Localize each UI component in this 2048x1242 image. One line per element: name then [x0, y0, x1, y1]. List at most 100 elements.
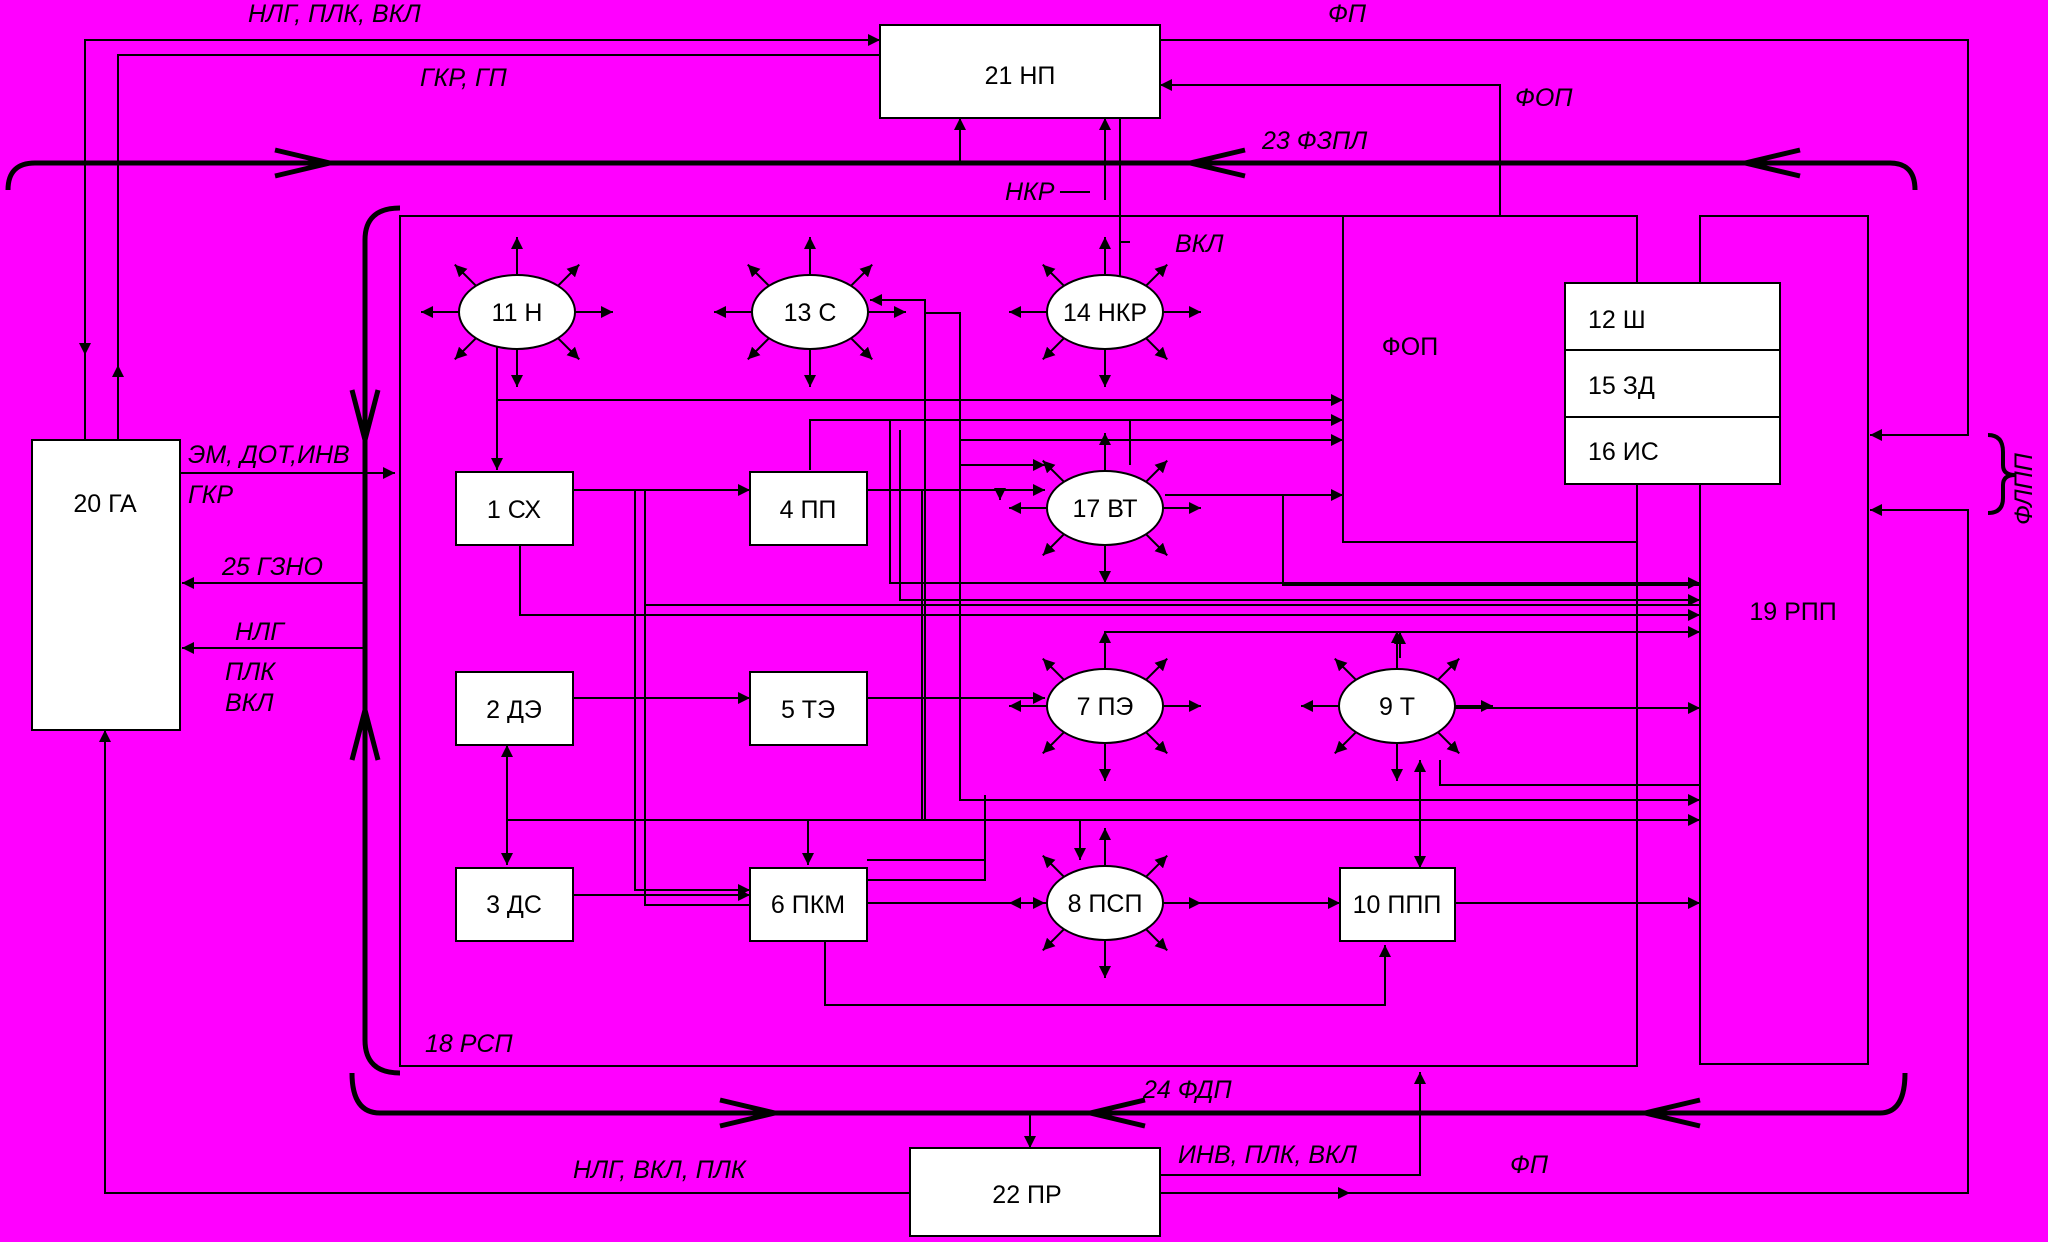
label-16-is: 16 ИС: [1588, 438, 1659, 466]
label-gkr-gp: ГКР, ГП: [420, 64, 508, 92]
ellipses: [458, 274, 1456, 941]
line-labels: НЛГ, ПЛК, ВКЛ ФП ГКР, ГП ФОП 23 ФЗПЛ НКР…: [188, 0, 2038, 1184]
box-12-sh: [1564, 282, 1781, 351]
flpp-brace: [1987, 433, 2016, 515]
label-vkl2: ВКЛ: [225, 689, 274, 717]
ellipse-8-psp: [1046, 865, 1164, 941]
box-10-ppp: [1339, 867, 1456, 942]
label-top-left: НЛГ, ПЛК, ВКЛ: [248, 0, 421, 28]
label-gzno: 25 ГЗНО: [221, 553, 323, 581]
burst-arrow: [1042, 459, 1065, 483]
label-bottom-left: НЛГ, ВКЛ, ПЛК: [573, 1156, 747, 1184]
box-22-pr: [909, 1147, 1161, 1237]
label-fdp: 24 ФДП: [1142, 1076, 1233, 1104]
burst-arrow: [1145, 263, 1168, 287]
label-19-rpp: 19 РПП: [1749, 598, 1836, 626]
label-fop-top: ФОП: [1515, 84, 1573, 112]
label-fzpl: 23 ФЗПЛ: [1261, 127, 1368, 155]
burst-arrow: [1145, 533, 1168, 557]
ellipse-17-vt: [1046, 470, 1164, 546]
burst-arrow: [1145, 928, 1168, 952]
label-7-pe: 7 ПЭ: [1077, 693, 1134, 721]
label-3-ds: 3 ДС: [486, 891, 542, 919]
box-1-sh: [455, 471, 574, 546]
label-gkr: ГКР: [188, 481, 233, 509]
label-vkl: ВКЛ: [1175, 230, 1224, 258]
ellipse-9-t: [1338, 668, 1456, 744]
burst-arrow: [1042, 854, 1065, 878]
rsp-left-loop: [362, 205, 401, 1076]
burst-arrow: [557, 263, 580, 287]
ellipse-11-n: [458, 274, 576, 350]
box-20-ga: [31, 439, 181, 731]
label-20-ga: 20 ГА: [73, 490, 137, 518]
fdp-loop: [349, 1072, 1908, 1116]
boxes: [31, 24, 1781, 1237]
burst-arrow: [1042, 657, 1065, 681]
burst-arrow: [1437, 657, 1460, 681]
burst-arrow: [1334, 657, 1357, 681]
label-em-dot: ЭМ, ДОТ,ИНВ: [188, 441, 350, 469]
label-5-te: 5 ТЭ: [781, 696, 835, 724]
label-9-t: 9 Т: [1379, 693, 1415, 721]
burst-arrow: [1042, 731, 1065, 755]
stack-labels: 12 Ш 15 ЗД 16 ИС: [1588, 306, 1659, 466]
label-flpp: ФЛПП: [2010, 452, 2038, 525]
label-6-pkm: 6 ПКМ: [771, 891, 845, 919]
burst-arrow: [1042, 928, 1065, 952]
label-11-n: 11 Н: [492, 299, 543, 327]
ellipse-13-s: [751, 274, 869, 350]
burst-arrow: [747, 263, 770, 287]
label-10-ppp: 10 ППП: [1353, 891, 1442, 919]
burst-arrow: [1042, 533, 1065, 557]
label-plk: ПЛК: [225, 658, 276, 686]
burst-arrow: [1042, 263, 1065, 287]
loop-chevrons: [274, 147, 1801, 1129]
label-top-right: ФП: [1328, 0, 1367, 28]
box-21-np: [879, 24, 1161, 119]
label-1-sh: 1 СХ: [487, 496, 542, 524]
ellipse-14-nkr: [1046, 274, 1164, 350]
fzpl-loop: [5, 160, 1918, 191]
label-bottom-right: ФП: [1510, 1151, 1549, 1179]
burst-arrow: [557, 337, 580, 361]
thick-loop-lines: [5, 160, 1918, 1116]
burst-arrow: [747, 337, 770, 361]
burst-arrow: [1145, 731, 1168, 755]
burst-arrow: [1145, 854, 1168, 878]
ellipse-7-pe: [1046, 668, 1164, 744]
burst-arrow: [850, 263, 873, 287]
box-5-te: [749, 671, 868, 746]
box-6-pkm: [749, 867, 868, 942]
label-bottom-mid: ИНВ, ПЛК, ВКЛ: [1178, 1141, 1358, 1169]
label-nkr: НКР: [1005, 178, 1055, 206]
burst-arrow: [1145, 657, 1168, 681]
burst-arrow: [1437, 731, 1460, 755]
ellipse-burst-arrows: [421, 237, 1493, 978]
rsp-container: [399, 215, 1638, 1067]
box-3-ds: [455, 867, 574, 942]
burst-arrow: [850, 337, 873, 361]
label-2-de: 2 ДЭ: [486, 696, 542, 724]
label-12-sh: 12 Ш: [1588, 306, 1646, 334]
label-15-zd: 15 ЗД: [1588, 372, 1655, 400]
box-4-pp: [749, 471, 868, 546]
box-2-de: [455, 671, 574, 746]
label-4-pp: 4 ПП: [780, 496, 837, 524]
burst-arrow: [1145, 459, 1168, 483]
label-22-pr: 22 ПР: [992, 1181, 1061, 1209]
burst-arrow: [1334, 731, 1357, 755]
box-16-is: [1564, 416, 1781, 485]
label-17-vt: 17 ВТ: [1072, 495, 1137, 523]
burst-arrow: [1042, 337, 1065, 361]
label-21-np: 21 НП: [985, 62, 1056, 90]
block-labels: 20 ГА 21 НП 22 ПР 1 СХ 2 ДЭ 3 ДС 4 ПП 5 …: [73, 62, 1836, 1209]
label-nlg: НЛГ: [235, 618, 286, 646]
rpp-container: [1699, 215, 1869, 1065]
label-14-nkr: 14 НКР: [1063, 299, 1147, 327]
label-fop-inner: ФОП: [1382, 333, 1438, 361]
connection-lines: [79, 34, 1969, 1199]
label-8-psp: 8 ПСП: [1068, 890, 1143, 918]
label-13-s: 13 С: [784, 299, 837, 327]
